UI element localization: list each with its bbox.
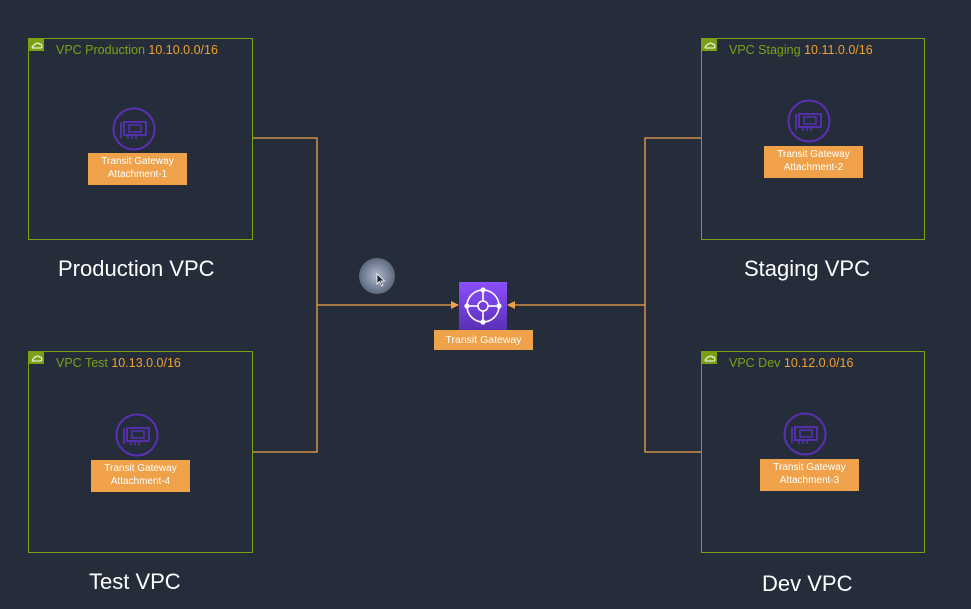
attachment-label-line2: Attachment-3 [779,474,840,486]
vpc-name: VPC Staging [729,43,801,57]
transit-gateway-label: Transit Gateway [434,330,533,350]
attachment-label-line1: Transit Gateway [104,463,177,474]
production-vpc-caption: Production VPC [58,256,215,281]
cloud-icon [29,352,44,364]
vpc-title: VPC Test 10.13.0.0/16 [56,356,181,370]
attachment-label: Transit Gateway Attachment-1 [88,153,187,185]
attachment-label-line1: Transit Gateway [101,156,174,167]
vpc-test-box: VPC Test 10.13.0.0/16 Transit Gateway At… [28,351,253,553]
network-interface-icon [112,107,156,151]
connector-production [252,137,318,305]
vpc-cidr: 10.12.0.0/16 [783,356,854,370]
vpc-staging-box: VPC Staging 10.11.0.0/16 Transit Gateway… [701,38,925,240]
connector-staging [644,137,701,305]
network-interface-icon [783,412,827,456]
staging-vpc-caption: Staging VPC [744,256,870,281]
attachment-label-line1: Transit Gateway [777,149,850,160]
vpc-name: VPC Test [56,356,108,370]
attachment-label: Transit Gateway Attachment-3 [760,459,859,491]
transit-gateway-icon[interactable] [459,282,507,330]
attachment-label-line2: Attachment-1 [107,168,168,180]
vpc-production-box: VPC Production 10.10.0.0/16 Transit Gate… [28,38,253,240]
test-vpc-caption: Test VPC [89,569,181,594]
network-interface-icon [787,99,831,143]
vpc-dev-box: VPC Dev 10.12.0.0/16 Transit Gateway Att… [701,351,925,553]
vpc-cidr: 10.10.0.0/16 [148,43,218,57]
vpc-name: VPC Dev [729,356,781,370]
attachment-label-line1: Transit Gateway [773,462,846,473]
connector-test [252,305,318,453]
mouse-pointer-icon [376,273,386,287]
attachment-label-line2: Attachment-4 [110,475,171,487]
vpc-cidr: 10.11.0.0/16 [804,43,873,57]
vpc-title: VPC Staging 10.11.0.0/16 [729,43,873,57]
network-interface-icon [115,413,159,457]
cloud-icon [702,352,717,364]
attachment-label-line2: Attachment-2 [783,161,844,173]
vpc-cidr: 10.13.0.0/16 [111,356,181,370]
attachment-label: Transit Gateway Attachment-2 [764,146,863,178]
vpc-title: VPC Production 10.10.0.0/16 [56,43,218,57]
cloud-icon [702,39,717,51]
cloud-icon [29,39,44,51]
dev-vpc-caption: Dev VPC [762,571,853,596]
vpc-name: VPC Production [56,43,145,57]
attachment-label: Transit Gateway Attachment-4 [91,460,190,492]
connector-dev [644,305,701,453]
vpc-title: VPC Dev 10.12.0.0/16 [729,356,853,370]
